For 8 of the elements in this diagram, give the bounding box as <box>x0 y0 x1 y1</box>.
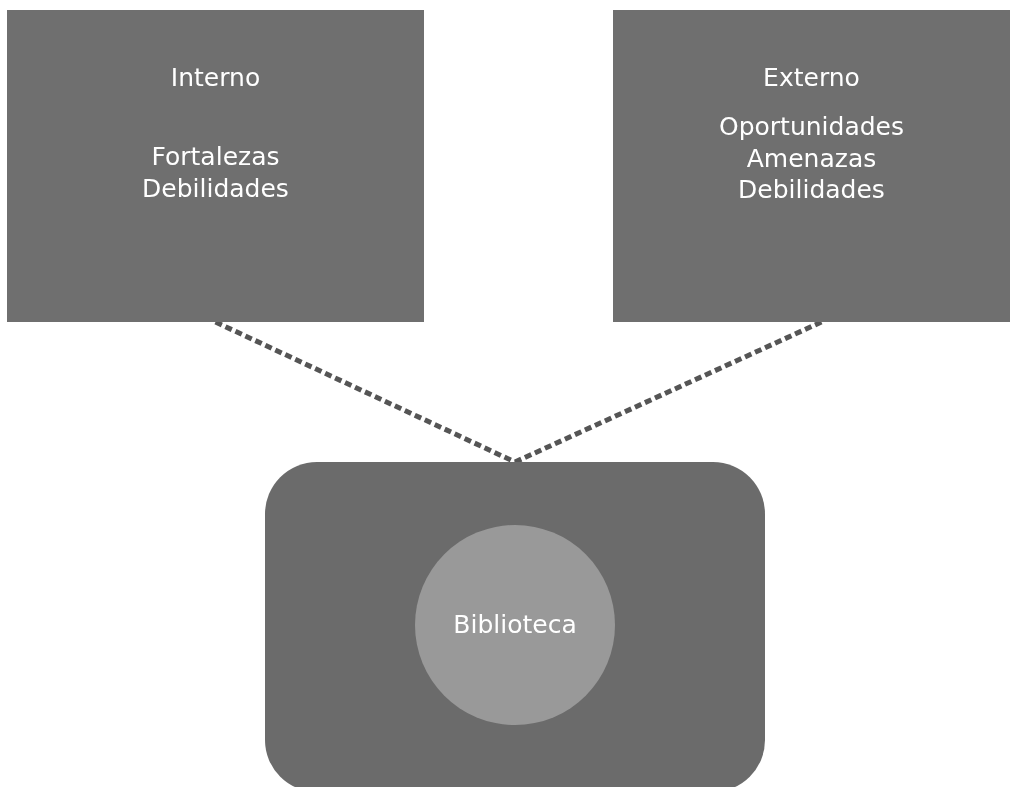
category-box <box>7 10 424 322</box>
node-label: Oportunidades Amenazas Debilidades <box>718 111 905 205</box>
rounded-panel <box>265 462 765 787</box>
node-label: Fortalezas Debilidades <box>141 141 290 204</box>
box-heading: Externo <box>763 62 860 94</box>
category-box <box>613 10 1010 322</box>
box-heading: Interno <box>170 62 261 94</box>
node-label: Biblioteca <box>453 609 577 641</box>
